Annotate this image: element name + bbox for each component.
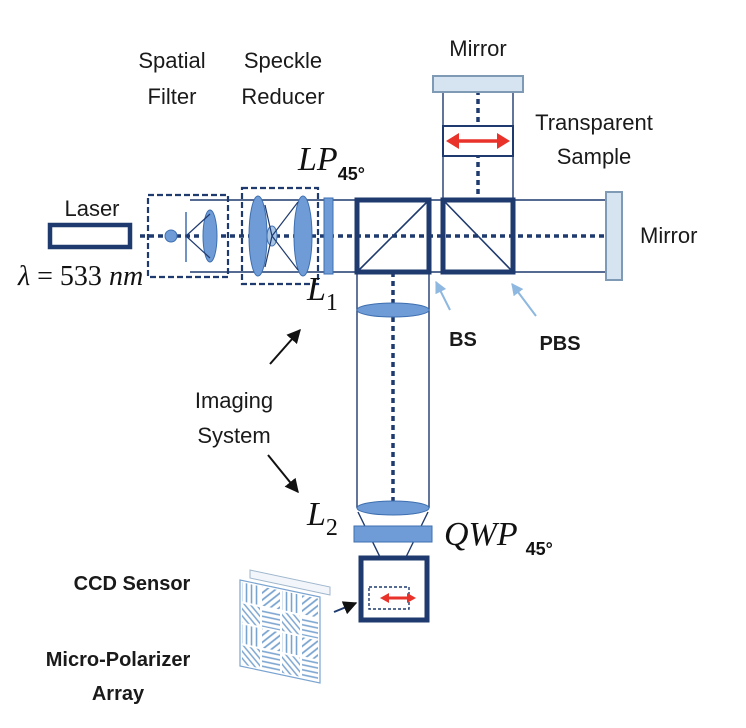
linear-polarizer: [323, 197, 334, 275]
label-speckle-reducer-line2: Reducer: [241, 84, 324, 109]
mpa-pixel: [262, 628, 280, 652]
spatial-filter-box: [146, 193, 230, 279]
lens-l1: [356, 302, 430, 318]
label-imaging-line1: Imaging: [195, 388, 273, 413]
l2-main: L: [306, 496, 326, 533]
label-l2: L2: [306, 496, 338, 541]
collimating-lens: [202, 209, 218, 263]
mpa-pixel: [302, 595, 318, 618]
label-wavelength: λ = 533 nm: [17, 261, 143, 292]
sf-ray-top: [185, 213, 211, 237]
label-qwp: QWP 45°: [444, 516, 553, 559]
mirror-right: [605, 191, 623, 281]
spatial-filter: [146, 193, 230, 279]
sr-ray-2: [264, 235, 273, 268]
label-micro-polarizer-line1: Micro-Polarizer: [46, 649, 191, 671]
pointer-pbs: [511, 283, 537, 317]
label-micro-polarizer-line2: Array: [92, 683, 145, 705]
label-l1: L1: [306, 271, 338, 316]
pointer-bs: [435, 280, 451, 311]
l1-sub: 1: [326, 290, 338, 316]
mpa-pixel: [282, 611, 300, 635]
qwp-main: QWP: [444, 516, 518, 553]
mpa-pixel: [242, 603, 260, 627]
mpa-pixel: [242, 645, 260, 669]
bs-diagonal: [358, 201, 428, 271]
mpa-pixel: [302, 616, 318, 639]
bs-cube: [354, 197, 432, 275]
camera-sensor: [358, 555, 430, 623]
lp-main: LP: [297, 141, 338, 178]
lens-l2: [356, 500, 430, 516]
mpa-pixel: [262, 607, 280, 631]
sample-arrow-right: [497, 133, 510, 149]
qwp-sub: 45°: [526, 539, 553, 559]
mpa-pixel: [282, 590, 300, 614]
label-spatial-filter-line1: Spatial: [138, 48, 205, 73]
quarter-wave-plate: [353, 525, 433, 543]
mpa-pixel: [262, 586, 280, 610]
beam-splitter: [354, 197, 432, 275]
sr-ray-4: [271, 235, 299, 271]
label-pbs: PBS: [539, 333, 580, 355]
pbs-cube: [440, 197, 516, 275]
sr-ray-1: [264, 204, 273, 237]
mpa-pixel: [282, 653, 300, 677]
mpa-pixel: [242, 582, 260, 606]
mpa-pixel: [302, 658, 318, 681]
beam-paths: [140, 90, 605, 599]
speckle-reducer: [240, 186, 320, 286]
pointer-sensor: [333, 601, 358, 615]
mpa-pixel: [302, 637, 318, 660]
wavelength-unit: nm: [109, 261, 143, 292]
label-bs: BS: [449, 329, 477, 351]
l1-main: L: [306, 271, 326, 308]
l2-sub: 2: [326, 515, 338, 541]
speckle-lens-2: [293, 195, 313, 277]
sample-arrow-left: [446, 133, 459, 149]
mpa-pixel: [262, 649, 280, 673]
speckle-reducer-box: [240, 186, 320, 286]
label-spatial-filter-line2: Filter: [148, 84, 197, 109]
label-lp: LP45°: [297, 141, 365, 184]
label-transparent-sample-line2: Sample: [557, 144, 632, 169]
micro-polarizer-array: [239, 579, 321, 684]
sf-ray-bottom: [185, 235, 211, 259]
mirror-top: [432, 75, 524, 93]
pointer-imaging-to-l2: [267, 454, 299, 494]
pinhole-lens: [164, 229, 178, 243]
ccd-chip: [249, 569, 331, 596]
label-laser: Laser: [64, 196, 119, 221]
pointer-imaging-to-l1: [269, 328, 301, 365]
label-imaging-line2: System: [197, 423, 270, 448]
mpa-pixel: [242, 624, 260, 648]
label-mirror-top: Mirror: [449, 36, 506, 61]
label-speckle-reducer-line1: Speckle: [244, 48, 322, 73]
mpa-pixel: [282, 632, 300, 656]
label-transparent-sample-line1: Transparent: [535, 110, 653, 135]
wavelength-value: = 533: [30, 261, 109, 292]
sensor-arrow-left: [380, 593, 389, 603]
ccd-chip-edge: [249, 569, 331, 596]
sr-ray-3: [271, 201, 299, 237]
label-ccd-sensor: CCD Sensor: [74, 573, 191, 595]
polarizing-beam-splitter: [440, 197, 516, 275]
laser-source: [47, 222, 133, 250]
transparent-sample: [442, 125, 514, 157]
camera-body: [358, 555, 430, 623]
label-mirror-right: Mirror: [640, 223, 697, 248]
pbs-diagonal: [444, 201, 512, 271]
lp-sub: 45°: [338, 164, 365, 184]
sensor-arrow-right: [407, 593, 416, 603]
speckle-lens-1: [248, 195, 268, 277]
wavelength-lambda: λ: [17, 261, 30, 292]
